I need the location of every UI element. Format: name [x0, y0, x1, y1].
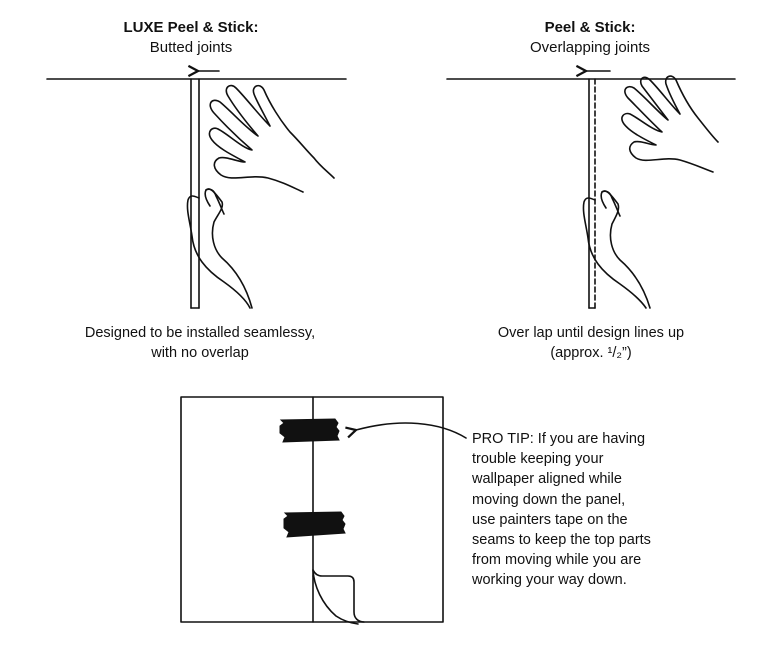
pro-tip-text: PRO TIP: If you are having trouble keepi…: [472, 429, 672, 591]
right-title-block: Peel & Stick: Overlapping joints: [495, 18, 685, 58]
hand-icon: [621, 75, 719, 173]
right-caption-line: Over lap until design lines up: [497, 325, 685, 341]
pro-tip-line: working your way down.: [472, 572, 627, 589]
left-caption-line: Designed to be installed seamlessy,: [84, 325, 316, 341]
left-title: LUXE Peel & Stick:: [123, 19, 259, 36]
right-title: Peel & Stick:: [544, 19, 636, 36]
hand-icon: [582, 190, 651, 309]
left-title-block: LUXE Peel & Stick: Butted joints: [96, 18, 286, 58]
left-caption-line: with no overlap: [151, 345, 249, 361]
tape-strip-icon: [279, 418, 340, 443]
peeled-corner-icon: [312, 569, 365, 625]
pro-tip-line: wallpaper aligned while: [472, 471, 622, 488]
left-subtitle: Butted joints: [149, 39, 233, 56]
pro-tip-line: seams to keep the top parts: [472, 532, 651, 549]
right-caption: Over lap until design lines up (approx. …: [451, 323, 731, 363]
pro-tip-line: trouble keeping your: [472, 451, 604, 468]
pro-tip-line: moving down the panel,: [472, 491, 626, 508]
tape-strip-icon: [283, 511, 346, 538]
hand-icon: [208, 84, 335, 193]
curved-arrow-icon: [356, 422, 467, 439]
pro-tip-illustration: [180, 396, 467, 625]
pro-tip-line: PRO TIP: If you are having: [472, 431, 646, 447]
butted-joint-illustration: [46, 71, 347, 309]
left-caption: Designed to be installed seamlessy, with…: [60, 323, 340, 363]
wallpaper-panel-frame: [180, 396, 444, 623]
pro-tip-line: from moving while you are: [472, 552, 642, 569]
right-subtitle: Overlapping joints: [529, 39, 651, 56]
hand-icon: [186, 188, 253, 309]
overlapping-joint-illustration: [446, 71, 736, 309]
pro-tip-line: use painters tape on the: [472, 511, 628, 528]
right-caption-line: (approx. ¹/₂”): [550, 345, 632, 361]
